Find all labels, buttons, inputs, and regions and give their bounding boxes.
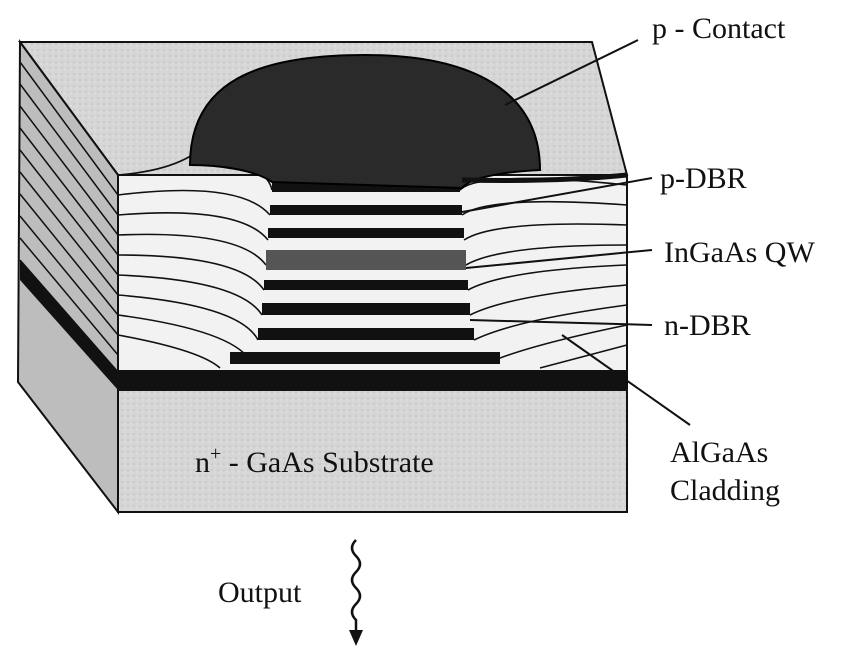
label-algaas-line1: AlGaAs [670, 436, 768, 469]
label-p-contact: p - Contact [652, 12, 786, 45]
left-side-stripes [19, 61, 119, 373]
leader-lines [461, 39, 691, 426]
quantum-well-layer [266, 250, 466, 270]
label-n-dbr: n-DBR [664, 309, 751, 342]
label-output: Output [218, 576, 302, 609]
p-contact-dome [188, 53, 542, 190]
substrate [117, 389, 628, 513]
right-curved-layers [459, 177, 628, 369]
mesa-layers [230, 180, 500, 364]
output-wave-arrow-icon [349, 539, 363, 646]
label-p-dbr: p-DBR [660, 162, 747, 195]
label-algaas-line2: Cladding [670, 474, 780, 507]
left-curved-layers [117, 144, 273, 369]
label-substrate: n+ - GaAs Substrate [195, 443, 434, 479]
label-ingaas-qw: InGaAs QW [664, 236, 815, 269]
